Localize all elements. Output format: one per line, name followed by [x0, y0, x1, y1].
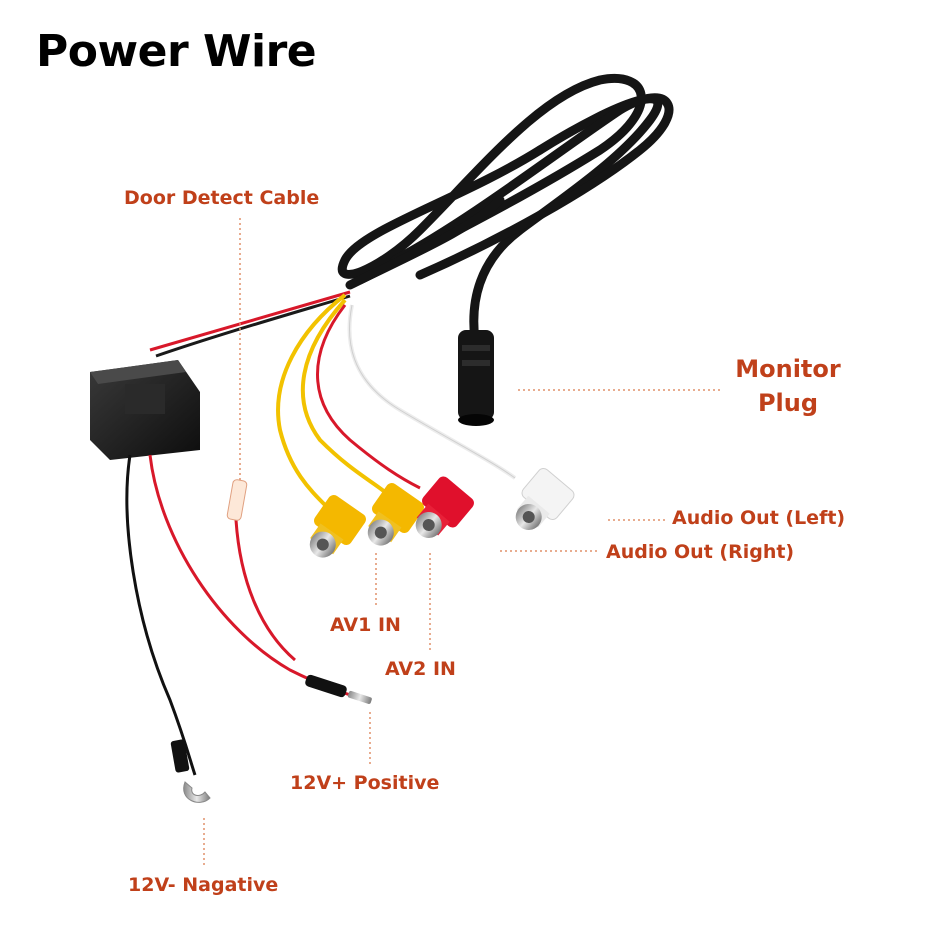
audio-out-left-label: Audio Out (Left)	[672, 507, 846, 529]
monitor-plug-label-line2: Plug	[757, 389, 819, 417]
red-wire-audio-right	[316, 304, 421, 490]
black-negative-wire	[125, 454, 197, 776]
yellow-wire-av2	[300, 298, 387, 494]
audio-out-right-label: Audio Out (Right)	[606, 541, 795, 563]
monitor-cable	[338, 74, 674, 345]
rca-av2	[367, 482, 424, 546]
monitor-plug	[458, 330, 494, 426]
ring-terminal	[183, 781, 211, 803]
positive-heatshrink	[305, 674, 347, 698]
junction-box	[90, 360, 200, 460]
rca-av1	[309, 494, 366, 558]
yellow-wire-av1	[276, 293, 347, 507]
door-detect-cable-label: Door Detect Cable	[124, 187, 320, 209]
negative-label: 12V- Nagative	[128, 874, 279, 896]
red-positive-wire	[148, 454, 361, 700]
positive-label: 12V+ Positive	[290, 772, 440, 794]
av1-in-label: AV1 IN	[330, 614, 401, 636]
rca-audio-left	[515, 468, 575, 530]
leader-lines	[203, 218, 722, 868]
rca-audio-right	[415, 476, 474, 538]
monitor-plug-label: Monitor Plug	[728, 352, 848, 420]
av2-in-label: AV2 IN	[385, 658, 456, 680]
monitor-plug-label-line1: Monitor	[735, 355, 841, 383]
door-detect-terminal	[226, 479, 248, 521]
page-title: Power Wire	[36, 26, 317, 77]
door-detect-wire	[149, 290, 351, 352]
red-door-detect-lead	[234, 519, 296, 662]
